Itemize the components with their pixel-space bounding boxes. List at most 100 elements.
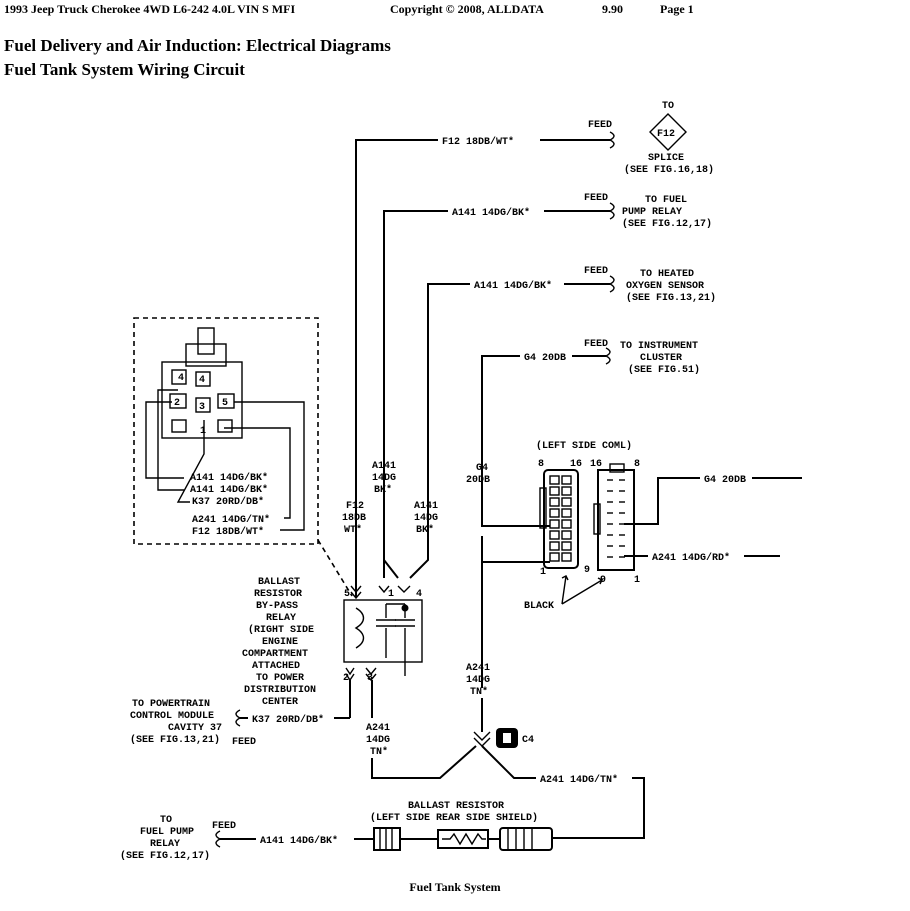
svg-text:14DG: 14DG: [366, 735, 390, 746]
svg-text:BK*: BK*: [416, 524, 434, 536]
relay-pin-1: 1: [200, 426, 206, 437]
c4-connector: C4: [496, 728, 534, 748]
pcm-cavity: CAVITY 37: [168, 723, 222, 734]
coml-left-cavity: [549, 541, 560, 551]
svg-text:14DG: 14DG: [466, 675, 490, 686]
relay-label-1: BALLAST: [258, 577, 300, 588]
relay-pin-5: 5: [222, 398, 228, 409]
coml-left-cavity: [549, 486, 560, 496]
coml-left-cavity: [549, 552, 560, 562]
pcm-see-fig: (SEE FIG.13,21): [130, 734, 220, 746]
coml-left-cavity: [561, 530, 572, 540]
ballast-feed-label: FEED: [212, 821, 236, 832]
coml-left-cavity: [561, 519, 572, 529]
version-header: 9.90: [602, 2, 623, 16]
a141-oxygen-sensor-wire: A141 14DG/BK* FEED TO HEATED OXYGEN SENS…: [427, 266, 716, 504]
ballast-a141-wire-label: A141 14DG/BK*: [260, 835, 338, 847]
relay-label-4: RELAY: [266, 613, 296, 624]
coml-left-cavity: [549, 475, 560, 485]
coml-color: BLACK: [524, 601, 554, 612]
relay-pin-2-label: 2: [343, 673, 349, 684]
coml-label: (LEFT SIDE COML): [536, 440, 632, 452]
instrument-cluster-see-fig: (SEE FIG.51): [628, 364, 700, 376]
relay-pin-4-label: 4: [416, 589, 422, 600]
a241-coml-wire: A241 14DG TN* A241 14DG/TN*: [466, 663, 645, 839]
c4-label: C4: [522, 735, 534, 746]
coml-left-cavity: [561, 508, 572, 518]
fuel-pump-relay-see-fig: (SEE FIG.12,17): [622, 218, 712, 230]
relay-contact-2: [395, 604, 415, 676]
svg-text:A141: A141: [372, 461, 396, 472]
svg-text:18DB: 18DB: [342, 513, 366, 524]
instrument-cluster-to: TO INSTRUMENT: [620, 341, 698, 352]
relay-conn-wire-k37: K37 20RD/DB*: [192, 496, 264, 508]
pcm-name: CONTROL MODULE: [130, 711, 214, 722]
svg-text:14DG: 14DG: [372, 473, 396, 484]
coml-left-num-16: 16: [570, 459, 582, 470]
coml-left-cavity: [561, 552, 572, 562]
coml-left-cavity: [549, 508, 560, 518]
ballast-label-2: (LEFT SIDE REAR SIDE SHIELD): [370, 812, 538, 824]
f12-splice-id: F12: [657, 129, 675, 140]
relay-conn-wire-a141-2: A141 14DG/BK*: [190, 484, 268, 496]
coml-left-housing: [543, 469, 579, 569]
fuel-pump-relay-name: PUMP RELAY: [622, 207, 682, 218]
relay-label-9: TO POWER: [256, 673, 304, 684]
relay-label-11: CENTER: [262, 697, 298, 708]
relay-pin-3: 3: [199, 402, 205, 413]
relay-pin-4a: 4: [178, 373, 184, 384]
coml-left-cavity: [549, 519, 560, 529]
instrument-cluster-name: CLUSTER: [640, 353, 682, 364]
coml-left-cavity: [561, 475, 572, 485]
relay-coil: [354, 607, 365, 649]
page-number: Page 1: [660, 2, 694, 16]
coml-right-cavities: [607, 479, 625, 558]
f12-see-fig: (SEE FIG.16,18): [624, 164, 714, 176]
coml-right-housing: [597, 469, 635, 571]
coml-left-cavity: [561, 486, 572, 496]
svg-text:TN*: TN*: [470, 686, 488, 698]
svg-text:F12: F12: [346, 501, 364, 512]
a241-bottom-label: A241 14DG/TN*: [540, 774, 618, 786]
svg-text:A241: A241: [466, 663, 490, 674]
g4-instrument-cluster-wire: G4 20DB FEED TO INSTRUMENT CLUSTER (SEE …: [481, 339, 700, 452]
ballast-dest-see-fig: (SEE FIG.12,17): [120, 850, 210, 862]
a141-fuel-pump-relay-wire: A141 14DG/BK* FEED TO FUEL PUMP RELAY (S…: [383, 193, 712, 578]
svg-text:A141: A141: [414, 501, 438, 512]
a141-relay-feed-label: FEED: [584, 193, 608, 204]
relay-connector-view: 4 4 2 3 5 1 A141 14DG/BK* A141 14DG/BK* …: [133, 317, 353, 597]
ballast-dest-to: TO: [160, 815, 172, 826]
g4-feed-label: FEED: [584, 339, 608, 350]
coml-left-cavity: [561, 541, 572, 551]
g4-vertical-label: G4 20DB: [466, 463, 490, 486]
svg-text:20DB: 20DB: [466, 475, 490, 486]
f12-feed-wire: F12 18DB/WT* FEED TO F12 SPLICE (SEE FIG…: [355, 101, 714, 592]
svg-text:14DG: 14DG: [414, 513, 438, 524]
f12-vertical-label: F12 18DB WT*: [342, 501, 366, 536]
a141-right-vertical-label: A141 14DG BK*: [414, 501, 438, 536]
pcm-to-label: TO POWERTRAIN: [132, 699, 210, 710]
coml-left-cavity: [549, 497, 560, 507]
figure-caption: Fuel Tank System: [409, 880, 501, 894]
ballast-dest-fuel-pump: FUEL PUMP: [140, 827, 194, 838]
ballast-dest-relay: RELAY: [150, 839, 180, 850]
a141-o2-wire-label: A141 14DG/BK*: [474, 280, 552, 292]
pcm-feed-label: FEED: [232, 737, 256, 748]
ballast-resistor: BALLAST RESISTOR (LEFT SIDE REAR SIDE SH…: [120, 801, 553, 862]
coml-bottom-left-1: 1: [540, 567, 546, 578]
relay-pin-2: 2: [174, 398, 180, 409]
a141-o2-feed-label: FEED: [584, 266, 608, 277]
relay-label-10: DISTRIBUTION: [244, 685, 316, 696]
o2-sensor-to: TO HEATED: [640, 269, 694, 280]
o2-sensor-see-fig: (SEE FIG.13,21): [626, 292, 716, 304]
relay-label-2: RESISTOR: [254, 589, 302, 600]
g4-wire-label: G4 20DB: [524, 353, 566, 364]
f12-splice-label: SPLICE: [648, 153, 684, 164]
coml-left-cavity: [561, 497, 572, 507]
relay-label-7: COMPARTMENT: [242, 649, 308, 660]
ballast-right-terminal: [499, 827, 553, 851]
bypass-relay: 5 1 4 2 3 BALLAST RESISTOR BY-PASS RELAY…: [242, 504, 429, 718]
relay-label-8: ATTACHED: [252, 661, 300, 672]
f12-feed-label: FEED: [588, 120, 612, 131]
